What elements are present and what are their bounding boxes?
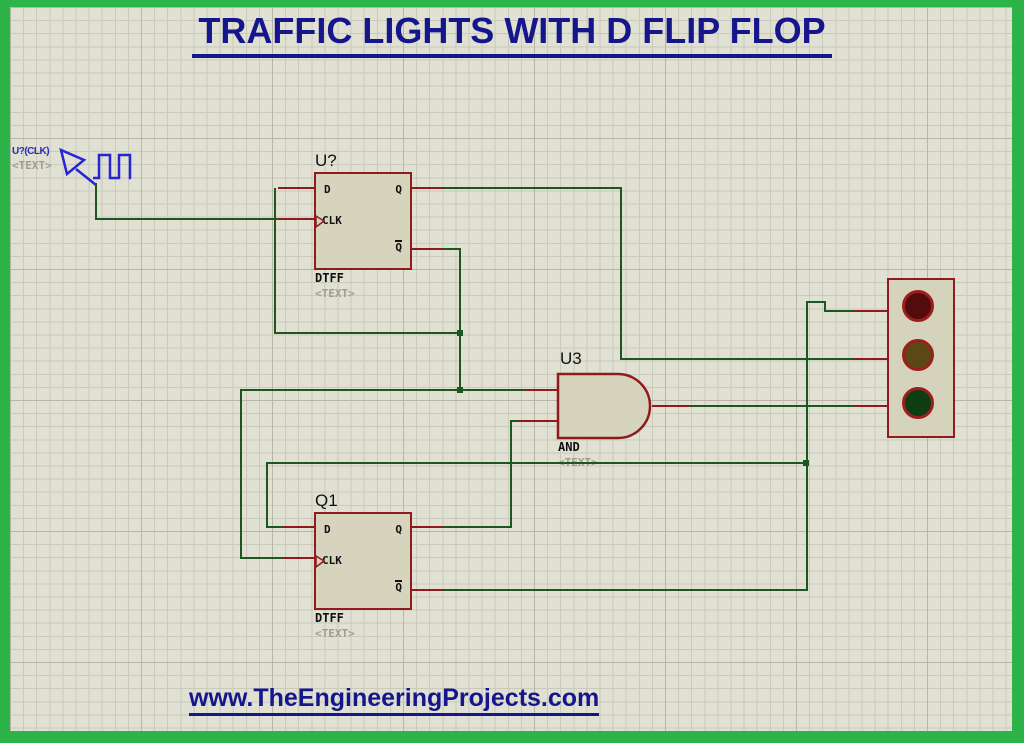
ff1-type-label: DTFF	[315, 271, 344, 285]
traffic-light-red-lamp	[902, 290, 934, 322]
wire-segment	[266, 462, 268, 528]
wire-segment	[95, 218, 280, 220]
ff2-pin-d: D	[324, 523, 331, 536]
ff1-dtff-body: D CLK Q Q	[314, 172, 412, 270]
traffic-light-yellow-lamp	[902, 339, 934, 371]
pin-stub	[278, 218, 315, 220]
pin-stub	[410, 589, 444, 591]
pin-stub	[278, 187, 315, 189]
ff2-dtff-body: D CLK Q Q	[314, 512, 412, 610]
pin-stub	[283, 557, 315, 559]
schematic-grid-sheet	[10, 7, 1012, 731]
and-gate-body	[556, 372, 652, 440]
ff1-clock-triangle-icon	[315, 215, 326, 228]
pin-stub	[652, 405, 689, 407]
wire-segment	[240, 557, 284, 559]
pin-stub	[518, 420, 559, 422]
watermark-url: www.TheEngineeringProjects.com	[189, 684, 600, 716]
wire-segment	[806, 301, 826, 303]
traffic-light-body	[887, 278, 955, 438]
ff2-ref-label: Q1	[315, 491, 338, 510]
wire-segment	[824, 301, 826, 312]
wire-segment	[95, 183, 97, 220]
wire-segment	[443, 589, 808, 591]
pin-stub	[853, 405, 889, 407]
pin-stub	[853, 310, 889, 312]
ff1-pin-d: D	[324, 183, 331, 196]
clock-ref-label: U?(CLK)	[12, 146, 50, 157]
wire-segment	[459, 248, 461, 391]
ff2-pin-clk: CLK	[322, 554, 342, 567]
wire-segment	[620, 187, 622, 360]
traffic-light-green-lamp	[902, 387, 934, 419]
wire-junction	[457, 387, 463, 393]
ff1-pin-qbar: Q	[395, 240, 402, 254]
pin-stub	[526, 389, 559, 391]
ff2-type-label: DTFF	[315, 611, 344, 625]
ff1-text-placeholder: <TEXT>	[315, 287, 355, 300]
wire-segment	[620, 358, 854, 360]
wire-segment	[806, 301, 808, 591]
pin-stub	[410, 187, 444, 189]
wire-junction	[803, 460, 809, 466]
pin-stub	[283, 526, 315, 528]
wire-segment	[266, 462, 808, 464]
wire-segment	[266, 526, 284, 528]
wire-segment	[274, 188, 276, 334]
gate-type-label: AND	[558, 440, 580, 454]
wire-segment	[510, 420, 519, 422]
wire-segment	[274, 332, 461, 334]
ff1-ref-label: U?	[315, 151, 337, 170]
wire-segment	[240, 389, 242, 559]
pin-stub	[853, 358, 889, 360]
ff2-pin-qbar: Q	[395, 580, 402, 594]
ff2-pin-q: Q	[395, 523, 402, 536]
pin-stub	[410, 248, 444, 250]
clock-text-placeholder: <TEXT>	[12, 159, 52, 172]
wire-junction	[457, 330, 463, 336]
wire-segment	[443, 526, 512, 528]
pin-stub	[410, 526, 444, 528]
wire-segment	[443, 187, 622, 189]
wire-segment	[240, 389, 527, 391]
square-wave-icon	[93, 153, 132, 180]
page-title: TRAFFIC LIGHTS WITH D FLIP FLOP	[0, 10, 1024, 58]
ff2-clock-triangle-icon	[315, 555, 326, 568]
wire-segment	[688, 405, 854, 407]
wire-segment	[510, 420, 512, 528]
wire-segment	[824, 310, 854, 312]
ff2-text-placeholder: <TEXT>	[315, 627, 355, 640]
ff1-pin-clk: CLK	[322, 214, 342, 227]
ff1-pin-q: Q	[395, 183, 402, 196]
wire-segment	[443, 248, 461, 250]
clock-probe-icon	[59, 147, 97, 186]
gate-ref-label: U3	[560, 349, 582, 368]
